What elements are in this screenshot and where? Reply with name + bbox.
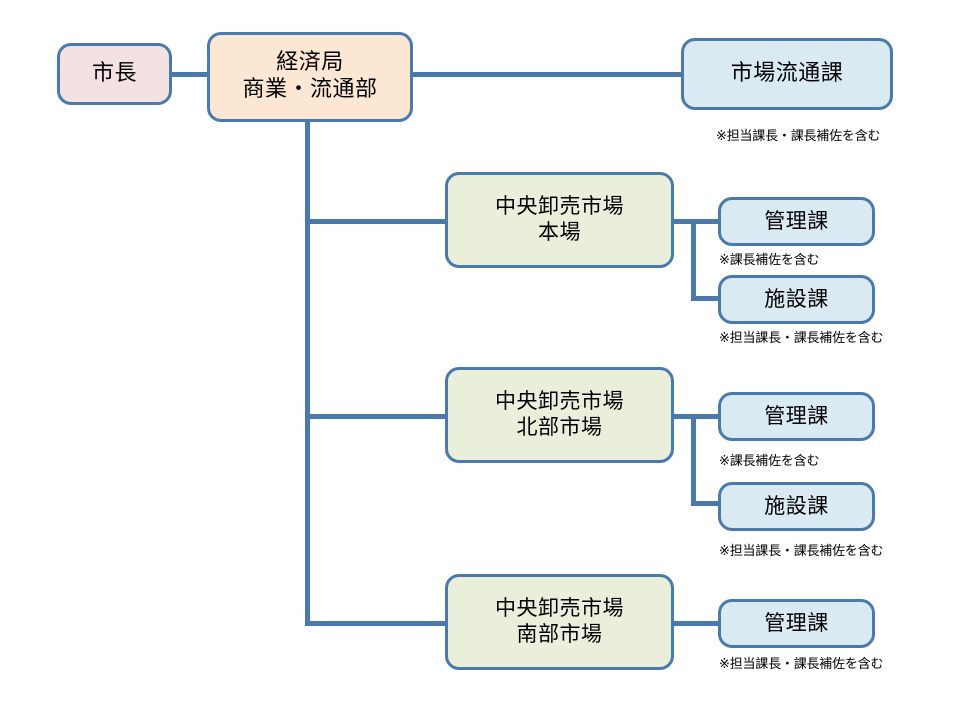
node-central-market-north-label: 中央卸売市場 北部市場 — [495, 389, 624, 439]
node-mayor-label: 市長 — [91, 60, 137, 86]
node-main-facilities-label: 施設課 — [764, 286, 829, 311]
link-north-market-branch-vertical — [691, 414, 696, 506]
link-north-market-to-facilities — [691, 501, 722, 506]
node-central-market-south[interactable]: 中央卸売市場 南部市場 — [445, 574, 674, 670]
node-central-market-south-label: 中央卸売市場 南部市場 — [495, 596, 624, 646]
node-mayor[interactable]: 市長 — [57, 43, 172, 105]
node-north-facilities-label: 施設課 — [764, 493, 829, 518]
node-main-facilities[interactable]: 施設課 — [718, 275, 875, 324]
link-bureau-to-market-distribution — [409, 72, 684, 77]
note-south-management: ※担当課長・課長補佐を含む — [719, 657, 884, 672]
link-north-market-to-management — [691, 414, 722, 419]
link-main-market-branch-vertical — [691, 219, 696, 301]
link-main-market-stub — [672, 219, 696, 224]
node-south-management-label: 管理課 — [764, 610, 829, 635]
node-north-facilities[interactable]: 施設課 — [718, 482, 875, 531]
link-mayor-to-bureau — [168, 72, 210, 77]
link-bureau-trunk-vertical — [305, 118, 310, 626]
node-market-distribution-division-label: 市場流通課 — [730, 60, 844, 86]
node-south-management[interactable]: 管理課 — [718, 599, 875, 648]
node-central-market-main[interactable]: 中央卸売市場 本場 — [445, 172, 674, 268]
node-north-management-label: 管理課 — [764, 403, 829, 428]
link-trunk-to-north-market — [305, 414, 447, 419]
node-central-market-north[interactable]: 中央卸売市場 北部市場 — [445, 367, 674, 463]
node-market-distribution-division[interactable]: 市場流通課 — [681, 38, 893, 110]
link-north-market-stub — [672, 414, 696, 419]
link-main-market-to-management — [691, 219, 722, 224]
note-main-facilities: ※担当課長・課長補佐を含む — [719, 331, 884, 346]
note-north-management: ※課長補佐を含む — [719, 454, 820, 469]
note-market-distribution-division: ※担当課長・課長補佐を含む — [716, 129, 881, 144]
node-bureau-label: 経済局 商業・流通部 — [242, 50, 378, 102]
note-north-facilities: ※担当課長・課長補佐を含む — [719, 544, 884, 559]
link-main-market-to-facilities — [691, 296, 722, 301]
node-north-management[interactable]: 管理課 — [718, 392, 875, 441]
link-trunk-to-south-market — [305, 621, 447, 626]
node-central-market-main-label: 中央卸売市場 本場 — [495, 194, 624, 244]
node-main-management-label: 管理課 — [764, 208, 829, 233]
node-main-management[interactable]: 管理課 — [718, 197, 875, 246]
link-south-market-to-management — [672, 621, 722, 626]
link-trunk-to-main-market — [305, 219, 447, 224]
node-bureau[interactable]: 経済局 商業・流通部 — [207, 32, 413, 122]
note-main-management: ※課長補佐を含む — [719, 253, 820, 268]
